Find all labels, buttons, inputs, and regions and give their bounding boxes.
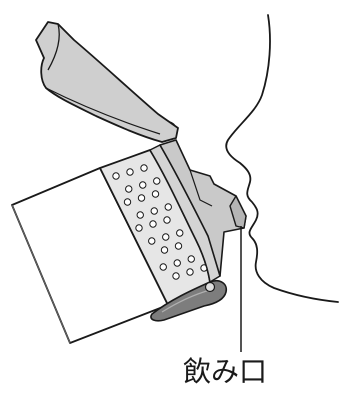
grip-dot (149, 238, 155, 244)
grip-dot (137, 212, 143, 218)
grip-dot (136, 225, 142, 231)
grip-dot (127, 169, 133, 175)
grip-dot (140, 182, 146, 188)
grip-dot (177, 230, 183, 236)
grip-dot (160, 264, 166, 270)
grip-dot (173, 273, 179, 279)
grip-dot (161, 247, 167, 253)
face-profile (226, 15, 338, 302)
grip-dot (187, 269, 193, 275)
grip-dot (188, 256, 194, 262)
grip-dot (141, 165, 147, 171)
grip-dot (113, 173, 119, 179)
lock-lever-pin (206, 283, 215, 292)
grip-dot (165, 204, 171, 210)
grip-dot (152, 191, 158, 197)
grip-dot (174, 260, 180, 266)
grip-dot (175, 243, 181, 249)
drinking-spout-label: 飲み口 (183, 355, 267, 389)
grip-dot (150, 221, 156, 227)
grip-dot (154, 178, 160, 184)
grip-dot (164, 217, 170, 223)
grip-dot (126, 186, 132, 192)
grip-dot (138, 195, 144, 201)
flip-cap (36, 22, 178, 142)
grip-dot (163, 234, 169, 240)
grip-dot (124, 199, 130, 205)
grip-dot (151, 208, 157, 214)
